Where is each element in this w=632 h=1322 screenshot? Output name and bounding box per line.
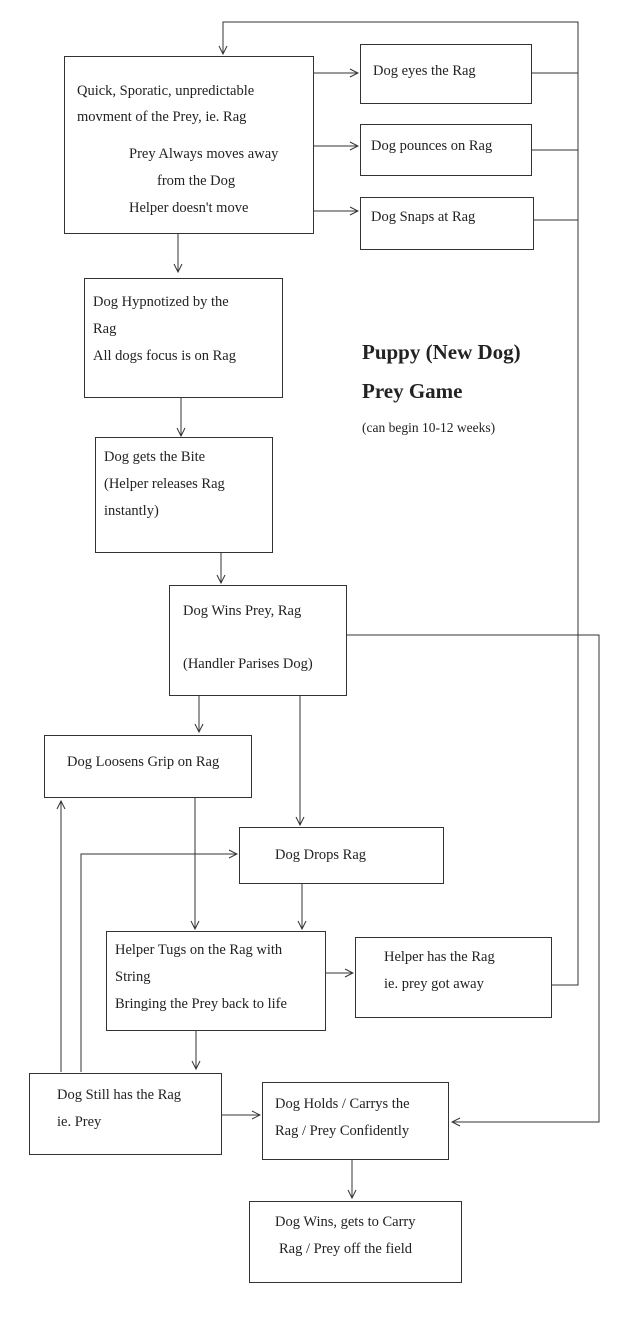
node-text: Rag / Prey Confidently bbox=[275, 1123, 410, 1139]
node-text: (Handler Parises Dog) bbox=[183, 656, 313, 672]
node-text: instantly) bbox=[104, 503, 159, 519]
node-text: Dog Holds / Carrys the bbox=[275, 1096, 410, 1112]
diagram-title-line2: Prey Game bbox=[362, 379, 463, 403]
node-helper-has: Helper has the Rag ie. prey got away bbox=[355, 937, 552, 1018]
node-text: Helper doesn't move bbox=[129, 200, 249, 216]
node-text: ie. prey got away bbox=[384, 976, 484, 992]
node-helper-tugs: Helper Tugs on the Rag with String Bring… bbox=[106, 931, 326, 1031]
node-dog-loosens: Dog Loosens Grip on Rag bbox=[44, 735, 252, 798]
node-text: Dog pounces on Rag bbox=[371, 138, 493, 154]
node-dog-still-has: Dog Still has the Rag ie. Prey bbox=[29, 1073, 222, 1155]
node-text: Dog Wins Prey, Rag bbox=[183, 603, 302, 619]
node-dog-holds: Dog Holds / Carrys the Rag / Prey Confid… bbox=[262, 1082, 449, 1160]
node-text: String bbox=[115, 969, 151, 985]
diagram-title: Puppy (New Dog) bbox=[362, 340, 521, 364]
node-text: Rag bbox=[93, 321, 117, 337]
arrow-wins-to-holds bbox=[346, 634, 600, 1122]
node-dog-wins-carry: Dog Wins, gets to Carry Rag / Prey off t… bbox=[249, 1201, 462, 1283]
node-dog-wins-prey: Dog Wins Prey, Rag (Handler Parises Dog) bbox=[169, 585, 347, 696]
node-text: Dog Still has the Rag bbox=[57, 1087, 182, 1103]
node-text: movment of the Prey, ie. Rag bbox=[77, 109, 247, 125]
node-dog-hypnotized: Dog Hypnotized by the Rag All dogs focus… bbox=[84, 278, 283, 398]
node-text: ie. Prey bbox=[57, 1114, 102, 1130]
node-text: Dog Snaps at Rag bbox=[371, 209, 476, 225]
diagram-subtitle: (can begin 10-12 weeks) bbox=[362, 420, 496, 435]
node-text: Dog Loosens Grip on Rag bbox=[67, 754, 220, 770]
arrow-still-has-to-drops bbox=[80, 854, 237, 1072]
node-text: All dogs focus is on Rag bbox=[93, 348, 236, 364]
node-text: Helper has the Rag bbox=[384, 949, 495, 965]
node-dog-bite: Dog gets the Bite (Helper releases Rag i… bbox=[95, 437, 273, 553]
node-text: Dog gets the Bite bbox=[104, 449, 206, 465]
node-text: Rag / Prey off the field bbox=[279, 1241, 413, 1257]
node-text: Bringing the Prey back to life bbox=[115, 996, 287, 1012]
node-dog-eyes: Dog eyes the Rag bbox=[360, 44, 532, 104]
node-prey-movement: Quick, Sporatic, unpredictable movment o… bbox=[64, 56, 314, 234]
node-dog-drops: Dog Drops Rag bbox=[239, 827, 444, 884]
node-text: Helper Tugs on the Rag with bbox=[115, 942, 283, 958]
node-text: Dog Drops Rag bbox=[275, 847, 367, 863]
node-text: (Helper releases Rag bbox=[104, 476, 225, 492]
node-dog-snaps: Dog Snaps at Rag bbox=[360, 197, 534, 250]
node-text: Dog eyes the Rag bbox=[373, 63, 476, 79]
node-text: Dog Hypnotized by the bbox=[93, 294, 229, 310]
loop-back-to-start bbox=[223, 21, 579, 986]
node-dog-pounces: Dog pounces on Rag bbox=[360, 124, 532, 176]
node-text: Quick, Sporatic, unpredictable bbox=[77, 83, 255, 99]
node-text: Dog Wins, gets to Carry bbox=[275, 1214, 416, 1230]
node-text: from the Dog bbox=[157, 173, 236, 189]
node-text: Prey Always moves away bbox=[129, 146, 279, 162]
